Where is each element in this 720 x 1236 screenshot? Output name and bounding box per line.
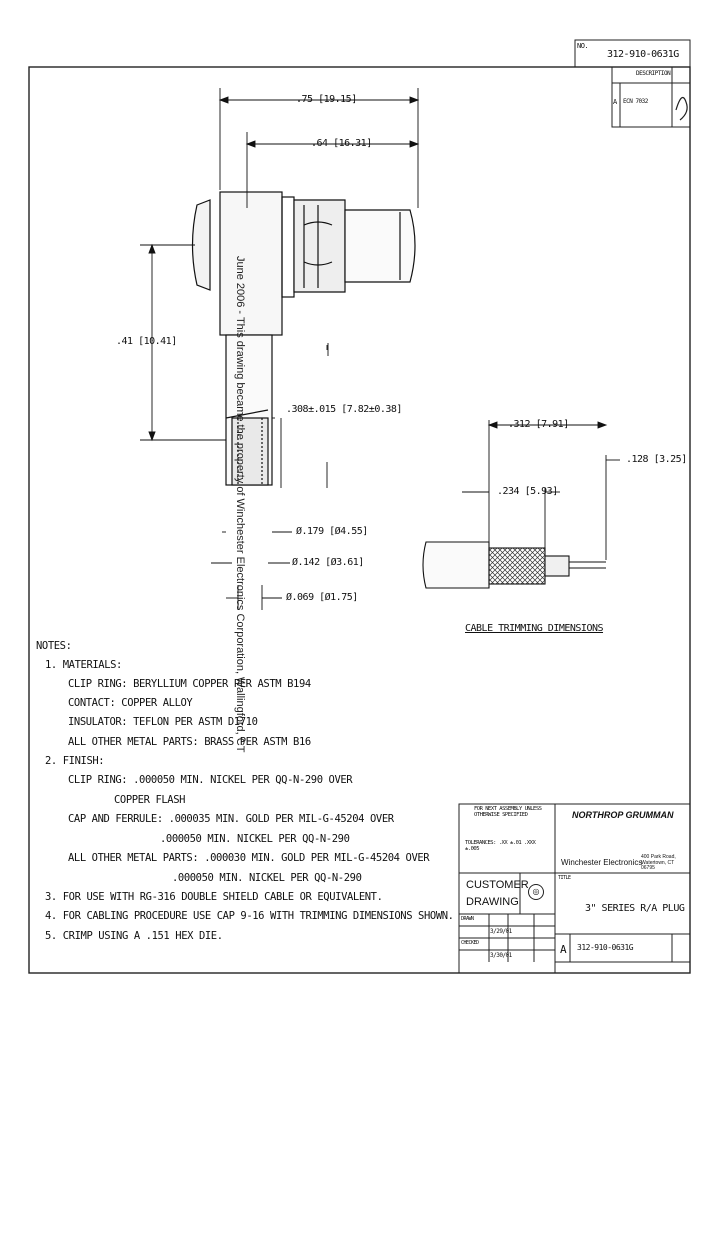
note-line: COPPER FLASH (114, 794, 186, 806)
rev-letter: A (613, 98, 617, 106)
drawing-title: 3" SERIES R/A PLUG (585, 903, 685, 914)
dim-trim-128: .128 [3.25] (626, 454, 687, 465)
title-label: TITLE (558, 875, 571, 881)
dim-trim-312: .312 [7.91] (508, 419, 569, 430)
note-line: 2. FINISH: (45, 755, 105, 767)
note-line: 4. FOR CABLING PROCEDURE USE CAP 9-16 WI… (45, 910, 454, 922)
cable-caption: CABLE TRIMMING DIMENSIONS (465, 623, 604, 634)
projection-symbol-icon: ◎ (528, 884, 544, 900)
drawing-border (28, 66, 691, 974)
dim-body-length: .64 [16.31] (311, 138, 372, 149)
dim-height: .41 [10.41] (116, 336, 177, 347)
note-line: CLIP RING: BERYLLIUM COPPER PER ASTM B19… (68, 678, 311, 690)
division-name: Winchester Electronics (561, 858, 643, 867)
note-line: CLIP RING: .000050 MIN. NICKEL PER QQ-N-… (68, 774, 353, 786)
dim-trim-234: .234 [5.93] (497, 486, 558, 497)
note-line: .000050 MIN. NICKEL PER QQ-N-290 (160, 833, 350, 845)
customer-label: CUSTOMER (466, 879, 529, 891)
note-line: 3. FOR USE WITH RG-316 DOUBLE SHIELD CAB… (45, 891, 383, 903)
doc-number: 312-910-0631G (607, 49, 679, 60)
dim-dia-068: Ø.069 [Ø1.75] (286, 592, 358, 603)
note-line: CAP AND FERRULE: .000035 MIN. GOLD PER M… (68, 813, 394, 825)
tolerances: TOLERANCES: .XX ±.01 .XXX ±.005 (465, 840, 536, 853)
rev-header: DESCRIPTION (636, 70, 671, 77)
dimension-lines (140, 88, 620, 610)
company-logo: NORTHROP GRUMMAN (572, 810, 674, 820)
dim-dia-179: Ø.179 [Ø4.55] (296, 526, 368, 537)
drawing-label: DRAWING (466, 896, 519, 908)
drawing-number: 312-910-0631G (577, 943, 634, 952)
note-line: ALL OTHER METAL PARTS: BRASS PER ASTM B1… (68, 736, 311, 748)
drawing-sheet (28, 39, 691, 974)
notes-title: NOTES: (36, 640, 72, 652)
note-line: 1. MATERIALS: (45, 659, 122, 671)
note-line: INSULATOR: TEFLON PER ASTM D1710 (68, 716, 258, 728)
dim-dia-142: Ø.142 [Ø3.61] (292, 557, 364, 568)
date-checked: 3/30/01 (490, 952, 512, 959)
title-block-lines (458, 803, 691, 974)
unless-note: FOR NEXT ASSEMBLY UNLESS OTHERWISE SPECI… (474, 806, 542, 819)
date-drawn: 3/29/01 (490, 928, 512, 935)
rev-note: ECN 7032 (623, 98, 648, 105)
dim-crimp-length: .308±.015 [7.82±0.38] (286, 404, 402, 415)
note-line: .000050 MIN. NICKEL PER QQ-N-290 (172, 872, 362, 884)
note-line: 5. CRIMP USING A .151 HEX DIE. (45, 930, 223, 942)
doc-number-label: NO. (577, 42, 589, 50)
note-line: CONTACT: COPPER ALLOY (68, 697, 193, 709)
note-line: ALL OTHER METAL PARTS: .000030 MIN. GOLD… (68, 852, 430, 864)
size-letter: A (560, 943, 567, 956)
checked-label: CHECKED (461, 940, 479, 946)
drawn-label: DRAWN (461, 916, 474, 922)
cable-trimming-view (422, 541, 606, 589)
connector-side-view (191, 191, 416, 486)
division-address: 400 Park Road, Watertown, CT 06795 (641, 854, 676, 871)
dim-overall-length: .75 [19.15] (296, 94, 357, 105)
